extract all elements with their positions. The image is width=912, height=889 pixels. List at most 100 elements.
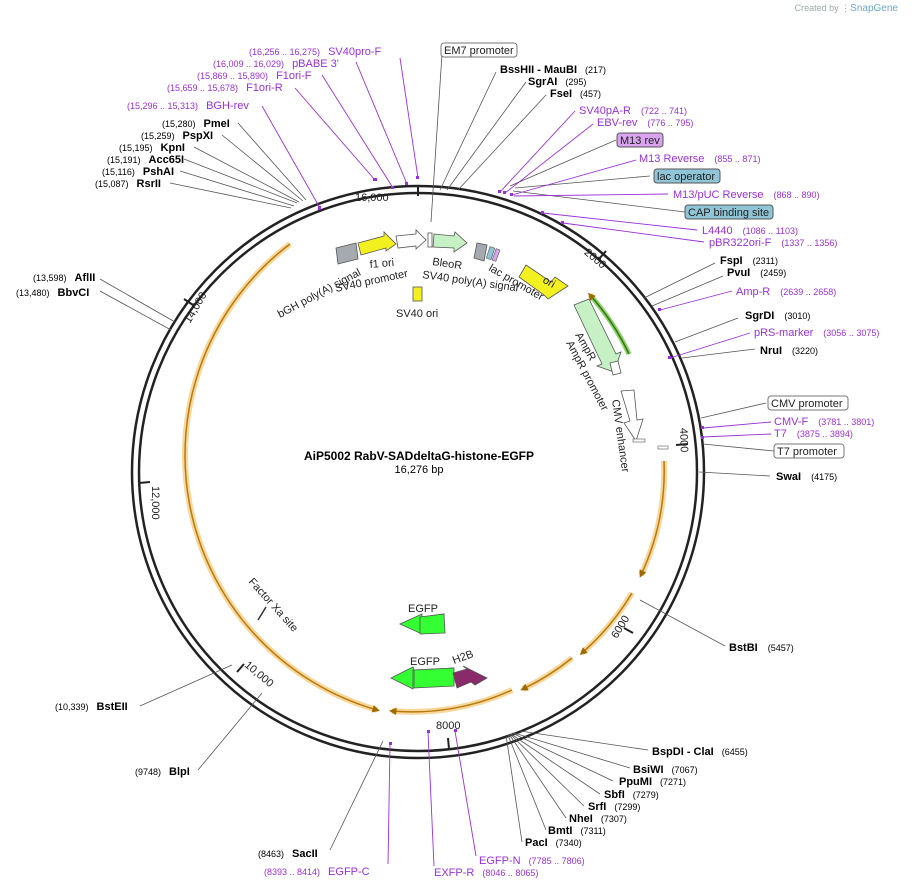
svg-text:BsiWI(7067): BsiWI(7067) (633, 764, 698, 776)
enzyme-label: (15,116)PshAI (102, 166, 174, 178)
tick-mark (236, 663, 245, 673)
enzyme-label: BsiWI(7067) (633, 764, 698, 776)
svg-text:BstBI(5457): BstBI(5457) (729, 642, 794, 654)
enzyme-name: Acc65I (149, 154, 184, 166)
leader-line (512, 190, 686, 213)
primer-pos: (8393 .. 8414) (264, 867, 320, 877)
enzyme-name: BsiWI (633, 764, 664, 776)
primer-pos: (722 .. 741) (641, 106, 687, 116)
svg-text:PpuMI(7271): PpuMI(7271) (619, 776, 686, 788)
enzyme-label: PvuI(2459) (727, 267, 786, 279)
leader-line (505, 734, 523, 843)
enzyme-label: SbfI(7279) (604, 789, 659, 801)
svg-text:(15,659 .. 15,678)F1ori-R: (15,659 .. 15,678)F1ori-R (167, 82, 283, 94)
primer-mark (416, 176, 419, 179)
orf-arcs (182, 241, 668, 716)
enzyme-pos: (7311) (580, 826, 605, 836)
orf-arc-h2b-egfp-core (389, 689, 513, 716)
primer-label: M13 Reverse(855 .. 871) (639, 153, 760, 165)
svg-text:(13,480)BbvCI: (13,480)BbvCI (16, 287, 89, 299)
enzyme-name: PacI (525, 837, 548, 849)
primer-leader (499, 110, 576, 193)
primer-leader (454, 730, 477, 857)
tick-mark (183, 298, 194, 306)
feature-lac-operator-block (485, 246, 496, 261)
primer-name: Amp-R (736, 286, 770, 298)
enzyme-pos: (5457) (768, 643, 794, 653)
orf-arc-right-1 (638, 460, 668, 577)
enzyme-label: SrfI(7299) (588, 801, 640, 813)
primer-mark (668, 356, 671, 359)
enzyme-pos: (13,598) (33, 273, 67, 283)
enzyme-name: BspDI (652, 746, 684, 758)
feature-label-f1ori: f1 ori (369, 257, 394, 271)
primer-leader (669, 332, 751, 359)
primer-pos: (2639 .. 2658) (780, 287, 836, 297)
primer-mark (318, 206, 321, 210)
primer-label: EXFP-R(8046 .. 8065) (434, 867, 538, 879)
primer-pos: (776 .. 795) (647, 118, 693, 128)
svg-text:L4440(1086 .. 1103): L4440(1086 .. 1103) (702, 225, 798, 237)
enzyme-pos: (217) (585, 65, 606, 75)
primer-name: EXFP-R (434, 867, 474, 879)
svg-text:SV40pA-R(722 .. 741): SV40pA-R(722 .. 741) (579, 105, 687, 117)
feature-m13-rev-block (491, 248, 501, 262)
svg-text:Amp-R(2639 .. 2658): Amp-R (2639 .. 2658) (736, 286, 836, 298)
svg-text:NheI(7307): NheI(7307) (569, 813, 627, 825)
primer-leader (399, 57, 419, 179)
feature-label-bgh: bGH poly(A) signal (276, 267, 363, 321)
enzyme-name: BmtI (548, 825, 572, 837)
svg-text:(15,087)RsrII: (15,087)RsrII (95, 178, 161, 190)
feature-label-bleor: BleoR (432, 256, 463, 272)
feature-label-factor-xa: Factor Xa site (246, 576, 300, 634)
leader-line (510, 733, 601, 795)
svg-text:(15,195)KpnI: (15,195)KpnI (119, 142, 185, 154)
enzyme-pos: (2459) (760, 268, 786, 278)
svg-text:SrfI(7299): SrfI(7299) (588, 801, 640, 813)
enzyme-label: (9748)BlpI (135, 766, 190, 778)
primer-mark (373, 178, 377, 181)
leader-line (197, 692, 263, 771)
primer-label: M13/pUC Reverse(868 .. 890) (673, 189, 820, 201)
tick-label: 16,000 (355, 192, 389, 204)
leader-line (446, 81, 527, 191)
enzyme-pos: (15,259) (141, 131, 175, 141)
enzyme-pos: (295) (565, 77, 586, 87)
orf-arc-right-3 (521, 655, 574, 692)
svg-text:EBV-rev(776 .. 795): EBV-rev(776 .. 795) (597, 117, 693, 129)
enzyme-label: (15,280) PmeI (162, 118, 230, 130)
enzyme-label: (8463)SacII (258, 848, 318, 860)
enzyme-pos: (7299) (614, 802, 640, 812)
leader-line (99, 278, 176, 323)
tick-marks (138, 185, 689, 750)
orf-arc-large-core (184, 243, 380, 713)
feature-h2b (452, 665, 488, 689)
feature-factor-xa-site (257, 606, 267, 621)
primer-mark (427, 730, 430, 733)
leader-line (457, 94, 547, 191)
leader-line (513, 732, 631, 769)
plasmid-name: AiP5002 RabV-SADdeltaG-histone-EGFP (304, 449, 534, 463)
svg-text:FspI(2311): FspI(2311) (720, 255, 778, 267)
svg-text:(15,296 .. 15,313)BGH-rev: (15,296 .. 15,313)BGH-rev (127, 100, 249, 112)
svg-text:PvuI(2459): PvuI(2459) (727, 267, 786, 279)
leader-line (179, 170, 295, 207)
primer-leader (387, 743, 391, 865)
enzyme-name: PmeI (204, 118, 230, 130)
enzyme-label: SgrDI(3010) (745, 310, 810, 322)
plasmid-length: 16,276 bp (395, 464, 444, 476)
primer-name: SV40pro-F (328, 46, 381, 58)
svg-text:SgrAI(295): SgrAI(295) (528, 76, 586, 88)
primer-pos: (1337 .. 1356) (781, 238, 837, 248)
enzyme-pos: (7340) (556, 838, 582, 848)
primer-leader (261, 105, 321, 209)
credit-brand: SnapGene (850, 3, 898, 14)
tick-mark (138, 481, 151, 484)
svg-text:(15,191)Acc65I: (15,191)Acc65I (107, 154, 184, 166)
enzyme-name: PpuMI (619, 776, 652, 788)
leader-line (519, 730, 649, 751)
feature-label-sv40-ori: SV40 ori (396, 308, 438, 320)
tick-mark (598, 250, 607, 260)
enzyme-pos: (3220) (792, 346, 818, 356)
enzyme-pos: (15,280) (162, 119, 196, 129)
